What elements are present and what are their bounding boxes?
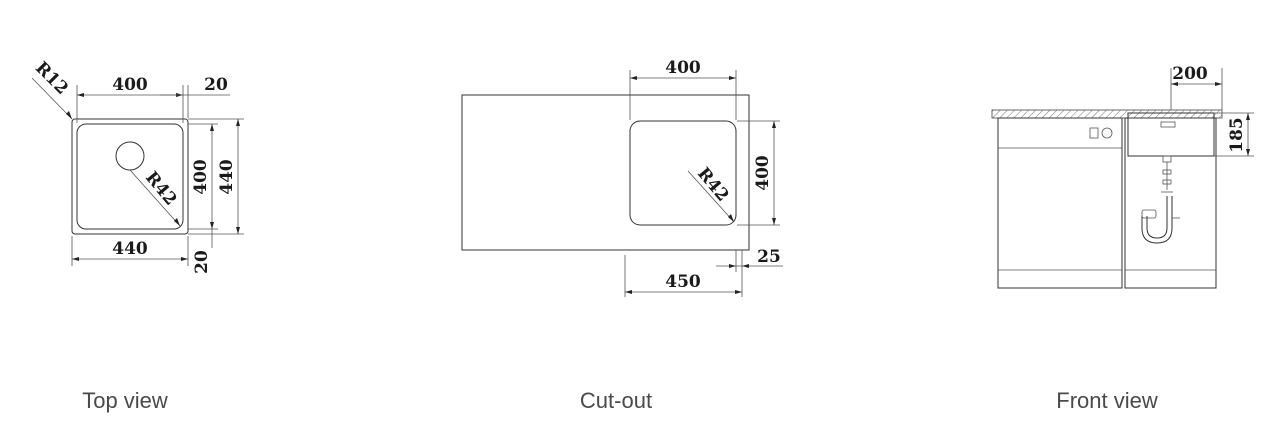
front-view-dim-185: 185 xyxy=(1227,117,1247,153)
front-view-sink-overflow xyxy=(1160,121,1176,128)
cutout-hole xyxy=(629,120,737,226)
top-view-drain xyxy=(115,141,145,171)
front-view-knob-round xyxy=(1101,127,1113,139)
cutout-dim-25: 25 xyxy=(757,247,781,267)
top-view-dim-20-top: 20 xyxy=(204,75,228,95)
front-view-left-cabinet xyxy=(997,117,1123,289)
front-view-siphon xyxy=(1141,155,1180,244)
front-view-worktop xyxy=(991,109,1223,119)
top-view-inner-bowl xyxy=(76,123,184,230)
top-view-drawing: 400 20 R12 R42 400 440 440 xyxy=(31,58,244,274)
cutout-caption: Cut-out xyxy=(579,388,653,413)
top-view-dim-400-vertical: 400 xyxy=(191,159,211,195)
cutout-dim-400: 400 xyxy=(665,58,701,78)
top-view-dim-440: 440 xyxy=(112,239,148,259)
top-view-outer-rim xyxy=(71,118,189,235)
top-view-dim-r12: R12 xyxy=(31,58,72,99)
cutout-dim-r42: R42 xyxy=(693,164,733,206)
front-view-caption: Front view xyxy=(1056,388,1158,413)
top-view-dim-440-vertical: 440 xyxy=(217,159,237,195)
top-view-dim-400: 400 xyxy=(112,75,148,95)
cutout-dim-450: 450 xyxy=(665,272,701,292)
cutout-drawing: 400 400 R42 450 25 xyxy=(461,58,783,297)
front-view-knob-square xyxy=(1089,127,1099,139)
front-view-dim-200: 200 xyxy=(1172,64,1208,84)
front-view-right-cabinet xyxy=(1124,117,1217,289)
cutout-dim-400-vertical: 400 xyxy=(753,155,773,191)
front-view-sink-bowl xyxy=(1127,112,1215,157)
top-view-dim-20-bottom: 20 xyxy=(192,250,212,274)
front-view-drawing: 200 185 xyxy=(991,64,1254,289)
cutout-worktop xyxy=(461,94,750,251)
top-view-caption: Top view xyxy=(82,388,168,413)
